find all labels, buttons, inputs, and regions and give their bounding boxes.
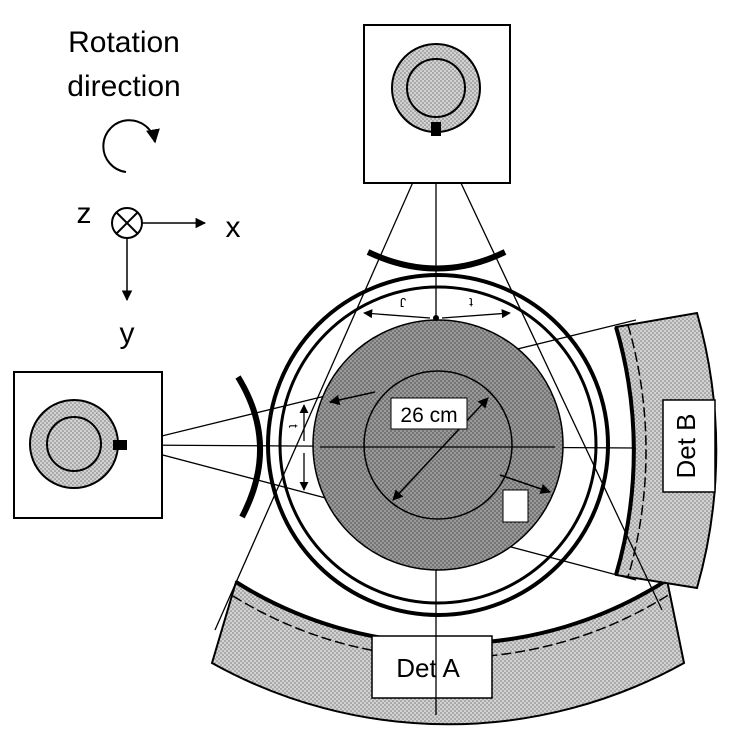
top-dimension (363, 309, 511, 319)
bowtie-filter-left (235, 375, 264, 519)
xray-tube-left (13, 371, 163, 519)
tick-top-right: t (469, 295, 473, 310)
detector-a-label-box (371, 635, 493, 699)
rotation-arrow-icon (102, 119, 160, 173)
diameter-label: 26 cm (400, 404, 457, 427)
axis-z-label: z (77, 197, 92, 230)
detector-a: Det A (210, 578, 686, 726)
phantom-body (312, 319, 564, 571)
center-dot-top (433, 315, 439, 321)
tube-focal-spot-top (431, 122, 441, 136)
axis-y-label: y (120, 317, 135, 350)
tube-focal-spot-left (113, 440, 127, 450)
phantom-insert (502, 489, 529, 523)
gantry (266, 273, 610, 617)
diameter-arrows (328, 391, 551, 501)
detector-b-label: Det B (671, 413, 701, 478)
gantry-ring-inner (278, 285, 598, 605)
diameter-label-box (390, 397, 468, 430)
axes-icon (111, 207, 207, 302)
xray-tube-top (363, 24, 511, 184)
rotation-label-line1: Rotation (68, 26, 180, 59)
detector-a-label: Det A (396, 653, 460, 683)
axis-x-label: x (226, 211, 241, 244)
detector-b: Det B (614, 311, 718, 590)
detector-b-label-box (662, 399, 716, 493)
tick-top-left: J (400, 295, 407, 310)
bowtie-filter-top (366, 249, 507, 272)
rotation-label-line2: direction (67, 70, 180, 103)
phantom-inner-circle (363, 370, 513, 520)
tick-left: t (286, 424, 301, 428)
gantry-ring-outer (266, 273, 610, 617)
